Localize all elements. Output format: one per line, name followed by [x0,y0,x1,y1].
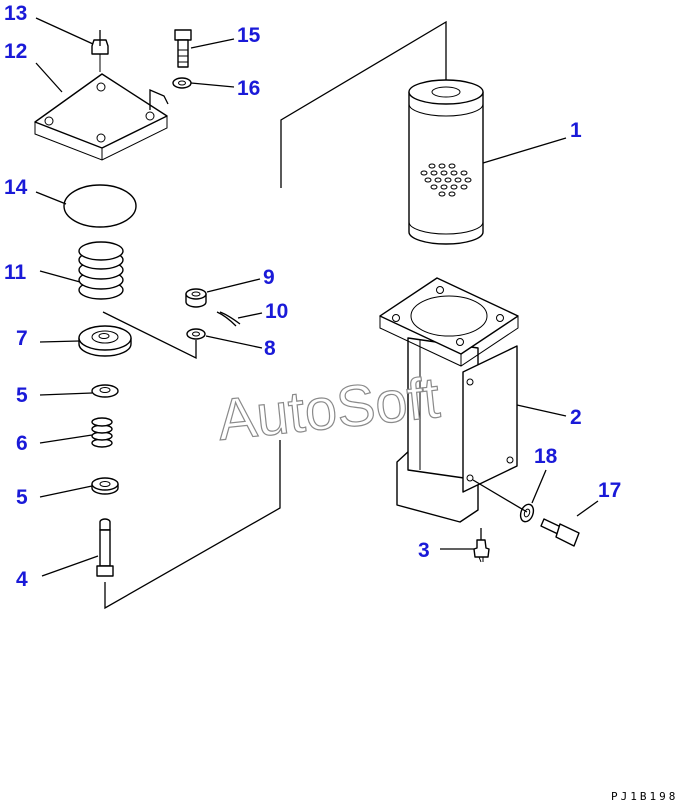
drain-plug [473,539,490,563]
cover-plug [91,39,109,72]
callout-6: 6 [16,432,28,455]
callout-16: 16 [237,77,260,100]
watermark: AutoSoft [215,365,443,453]
washer-18 [519,503,535,523]
filter-element [408,79,484,245]
callout-5-upper: 5 [16,384,28,407]
reference-code: PJ1B198 [611,790,678,803]
callout-labels: 1 2 3 4 5 5 6 7 8 9 10 11 12 13 14 15 16… [4,2,621,591]
washer-8 [186,328,206,340]
valve-stem [96,518,114,577]
callout-18: 18 [534,445,558,468]
callout-2: 2 [570,406,582,429]
cotter-pin [216,311,241,327]
valve-disc [78,325,132,357]
callout-9: 9 [263,266,275,289]
callout-10: 10 [265,300,288,323]
valve-seat-lower [91,477,119,495]
callout-3: 3 [418,539,430,562]
bolt-15 [174,29,192,68]
castle-nut [185,288,207,308]
cover-plate [34,73,168,161]
callout-17: 17 [598,479,621,502]
callout-7: 7 [16,327,28,350]
callout-8: 8 [264,337,276,360]
callout-4: 4 [16,568,28,591]
o-ring [63,184,137,228]
callout-1: 1 [570,119,582,142]
callout-5-lower: 5 [16,486,28,509]
large-spring [78,241,124,300]
callout-15: 15 [237,24,261,47]
small-spring [91,417,113,448]
callout-14: 14 [4,176,28,199]
callout-11: 11 [4,261,27,284]
washer-16 [172,77,192,89]
callout-13: 13 [4,2,27,25]
assembly-lines [35,17,599,610]
filter-housing [379,277,519,523]
valve-seat-upper [91,384,119,398]
callout-12: 12 [4,40,27,63]
bolt-17 [540,518,580,547]
